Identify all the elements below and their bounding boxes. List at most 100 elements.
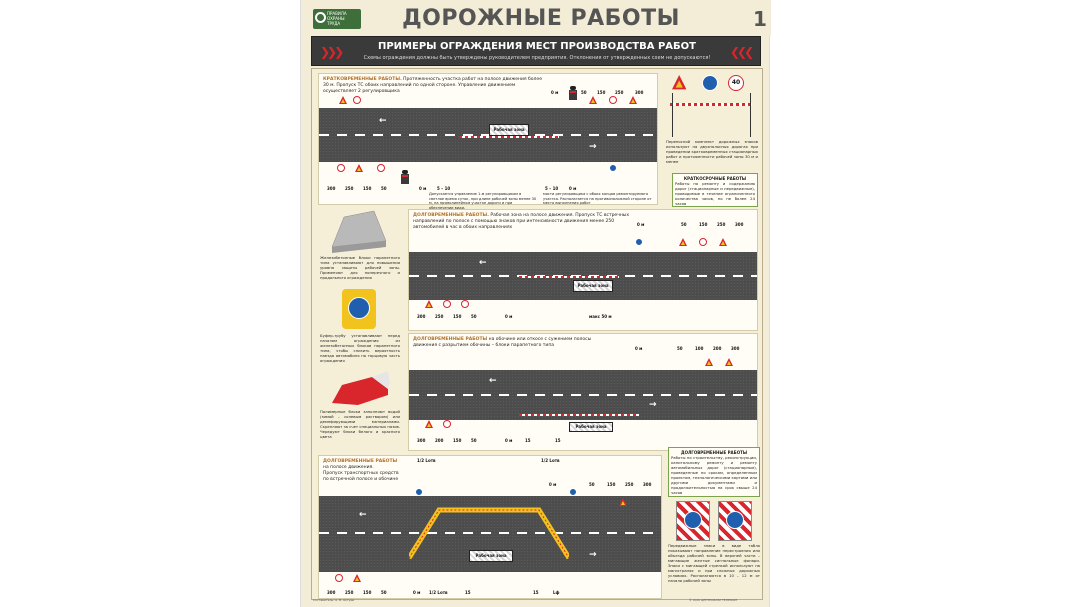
polymer-block-figure — [328, 369, 394, 409]
dist-label: 50 — [589, 482, 595, 487]
dist-label: 0 м — [505, 314, 513, 319]
section-4-line-3: по встречной полосе и обочине — [323, 477, 399, 482]
road: ← → Рабочая зона — [319, 108, 657, 162]
short-term-box: КРАТКОСРОЧНЫЕ РАБОТЫ Работы по ремонту и… — [672, 173, 758, 207]
warning-sign-icon — [353, 574, 362, 583]
dist-label: 0 м — [635, 346, 643, 351]
footer-right: © ООО ЦЕНТРОБЛОГТЕЛЕКОМ — [689, 598, 737, 602]
direction-sign-icon — [569, 488, 578, 497]
section-1-note-right: мости регулировщика с обоих концов ремон… — [543, 192, 652, 206]
banner: ❯❯❯ ПРИМЕРЫ ОГРАЖДЕНИЯ МЕСТ ПРОИЗВОДСТВА… — [311, 36, 761, 66]
dist-label: 0 м — [637, 222, 645, 227]
page-title: ДОРОЖНЫЕ РАБОТЫ — [402, 6, 680, 31]
dist-label: 150 — [363, 590, 372, 595]
detour-path-icon — [409, 507, 569, 560]
short-term-box-text: Работы по ремонту и содержанию дорог (ст… — [675, 181, 755, 206]
barrier-fence — [519, 414, 639, 416]
footer-left-line-1: Составитель: А. В. Актуев — [313, 598, 355, 602]
dist-label: 15 — [525, 438, 531, 443]
banner-title: ПРИМЕРЫ ОГРАЖДЕНИЯ МЕСТ ПРОИЗВОДСТВА РАБ… — [377, 41, 696, 52]
barrier-fence — [459, 136, 559, 138]
arrow-right-icon: → — [589, 550, 597, 560]
dist-label: 0 м — [549, 482, 557, 487]
dist-label: 0 м — [413, 590, 421, 595]
speed-limit-sign-icon — [377, 164, 386, 173]
section-4-head: ДОЛГОВРЕМЕННЫЕ РАБОТЫ — [323, 459, 398, 464]
mobile-signs-text: Передвижные знаки в виде табло показываю… — [668, 543, 760, 583]
dist-label: 15 — [555, 438, 561, 443]
lane-marking — [409, 394, 757, 396]
arrow-left-icon: ← — [489, 376, 497, 386]
speed-limit-sign-icon — [353, 96, 362, 105]
logo-line-3: ТРУДА — [327, 21, 341, 26]
warning-sign-icon — [619, 498, 628, 507]
dist-label: 300 — [327, 590, 336, 595]
dist-label: 0 м — [569, 186, 577, 191]
warning-sign-icon — [425, 420, 434, 429]
footer-left: Составитель: А. В. Актуев — [313, 598, 354, 602]
dist-label: 300 — [327, 186, 336, 191]
section-2-text: Рабочая зона на полосе движения. Пропуск… — [413, 213, 630, 230]
speed-limit-40-sign-icon: 40 — [728, 75, 744, 91]
dist-label: 15 — [465, 590, 471, 595]
dist-label: 300 — [417, 314, 426, 319]
detour-sign-icon — [684, 511, 702, 529]
direction-sign-icon — [415, 488, 424, 497]
dist-label: 150 — [607, 482, 616, 487]
dist-label: 300 — [417, 438, 426, 443]
buffer-tube-figure — [340, 287, 380, 331]
dist-label: 200 — [435, 438, 444, 443]
warning-sign-icon — [425, 300, 434, 309]
dist-label: 250 — [345, 186, 354, 191]
warning-sign-icon — [339, 96, 348, 105]
speed-limit-sign-icon — [337, 164, 346, 173]
dist-label: 0 м — [419, 186, 427, 191]
sign-post — [750, 93, 751, 137]
dist-label: 100 — [695, 346, 704, 351]
section-3-caption: ДОЛГОВРЕМЕННЫЕ РАБОТЫ на обочине или отк… — [413, 337, 613, 349]
warning-sign-icon — [725, 358, 734, 367]
long-term-box: ДОЛГОВРЕМЕННЫЕ РАБОТЫ Работы по строител… — [668, 447, 760, 497]
dist-label: 15 — [533, 590, 539, 595]
poster-header: ПРАВИЛА ОХРАНЫ ТРУДА ДОРОЖНЫЕ РАБОТЫ 1 — [301, 0, 771, 36]
kit-text: Переносной комплект дорожных знаков испо… — [666, 139, 758, 164]
dist-label: 150 — [453, 438, 462, 443]
warning-sign-icon — [679, 238, 688, 247]
roadwork-sign-icon — [672, 75, 687, 90]
long-term-box-text: Работы по строительству, реконструкции, … — [671, 455, 757, 495]
section-3-text: на обочине или откосе с сужением полосы … — [413, 337, 592, 348]
dist-label: 300 — [643, 482, 652, 487]
dist-label: 150 — [453, 314, 462, 319]
dist-label: 150 — [363, 186, 372, 191]
content-frame: КРАТКОВРЕМЕННЫЕ РАБОТЫ. Протяженность уч… — [311, 68, 763, 600]
direction-sign-icon — [609, 164, 618, 173]
logo-line-2: ОХРАНЫ — [327, 16, 345, 21]
speed-limit-sign-icon — [443, 300, 452, 309]
dist-label: 50 — [681, 222, 687, 227]
warning-sign-icon — [629, 96, 638, 105]
mobile-signs-figure — [672, 501, 758, 541]
section-4-line-1: на полосе движения. — [323, 465, 374, 470]
section-4-line-2: Пропуск транспортных средств — [323, 471, 399, 476]
dist-label: 0 м — [551, 90, 559, 95]
keep-right-sign-icon — [726, 511, 744, 529]
portable-sign-kit: 40 — [666, 73, 758, 137]
dist-label: 50 — [471, 438, 477, 443]
work-zone: Рабочая зона — [489, 124, 529, 136]
dist-label: 250 — [625, 482, 634, 487]
dist-label: 150 — [699, 222, 708, 227]
polymer-text: Полимерные блоки заполняют водой (зимой … — [320, 409, 400, 439]
max-distance-label: макс 50 м — [589, 314, 612, 319]
section-2-head: ДОЛГОВРЕМЕННЫЕ РАБОТЫ. — [413, 213, 489, 218]
concrete-block-figure — [324, 207, 394, 253]
page-number: 1 — [753, 7, 767, 31]
section-long-term-detour: ДОЛГОВРЕМЕННЫЕ РАБОТЫ на полосе движения… — [318, 455, 662, 599]
chevron-right-icon: ❯❯❯ — [320, 45, 344, 59]
dist-label: 250 — [345, 590, 354, 595]
section-1-note-left: Допускается управление 1-м регулировщико… — [429, 192, 537, 210]
work-zone: Рабочая зона — [573, 280, 613, 292]
barrier-bar — [670, 103, 752, 106]
work-zone: Рабочая зона — [569, 422, 613, 432]
dist-label: 250 — [435, 314, 444, 319]
logo-emblem-icon — [315, 12, 326, 23]
